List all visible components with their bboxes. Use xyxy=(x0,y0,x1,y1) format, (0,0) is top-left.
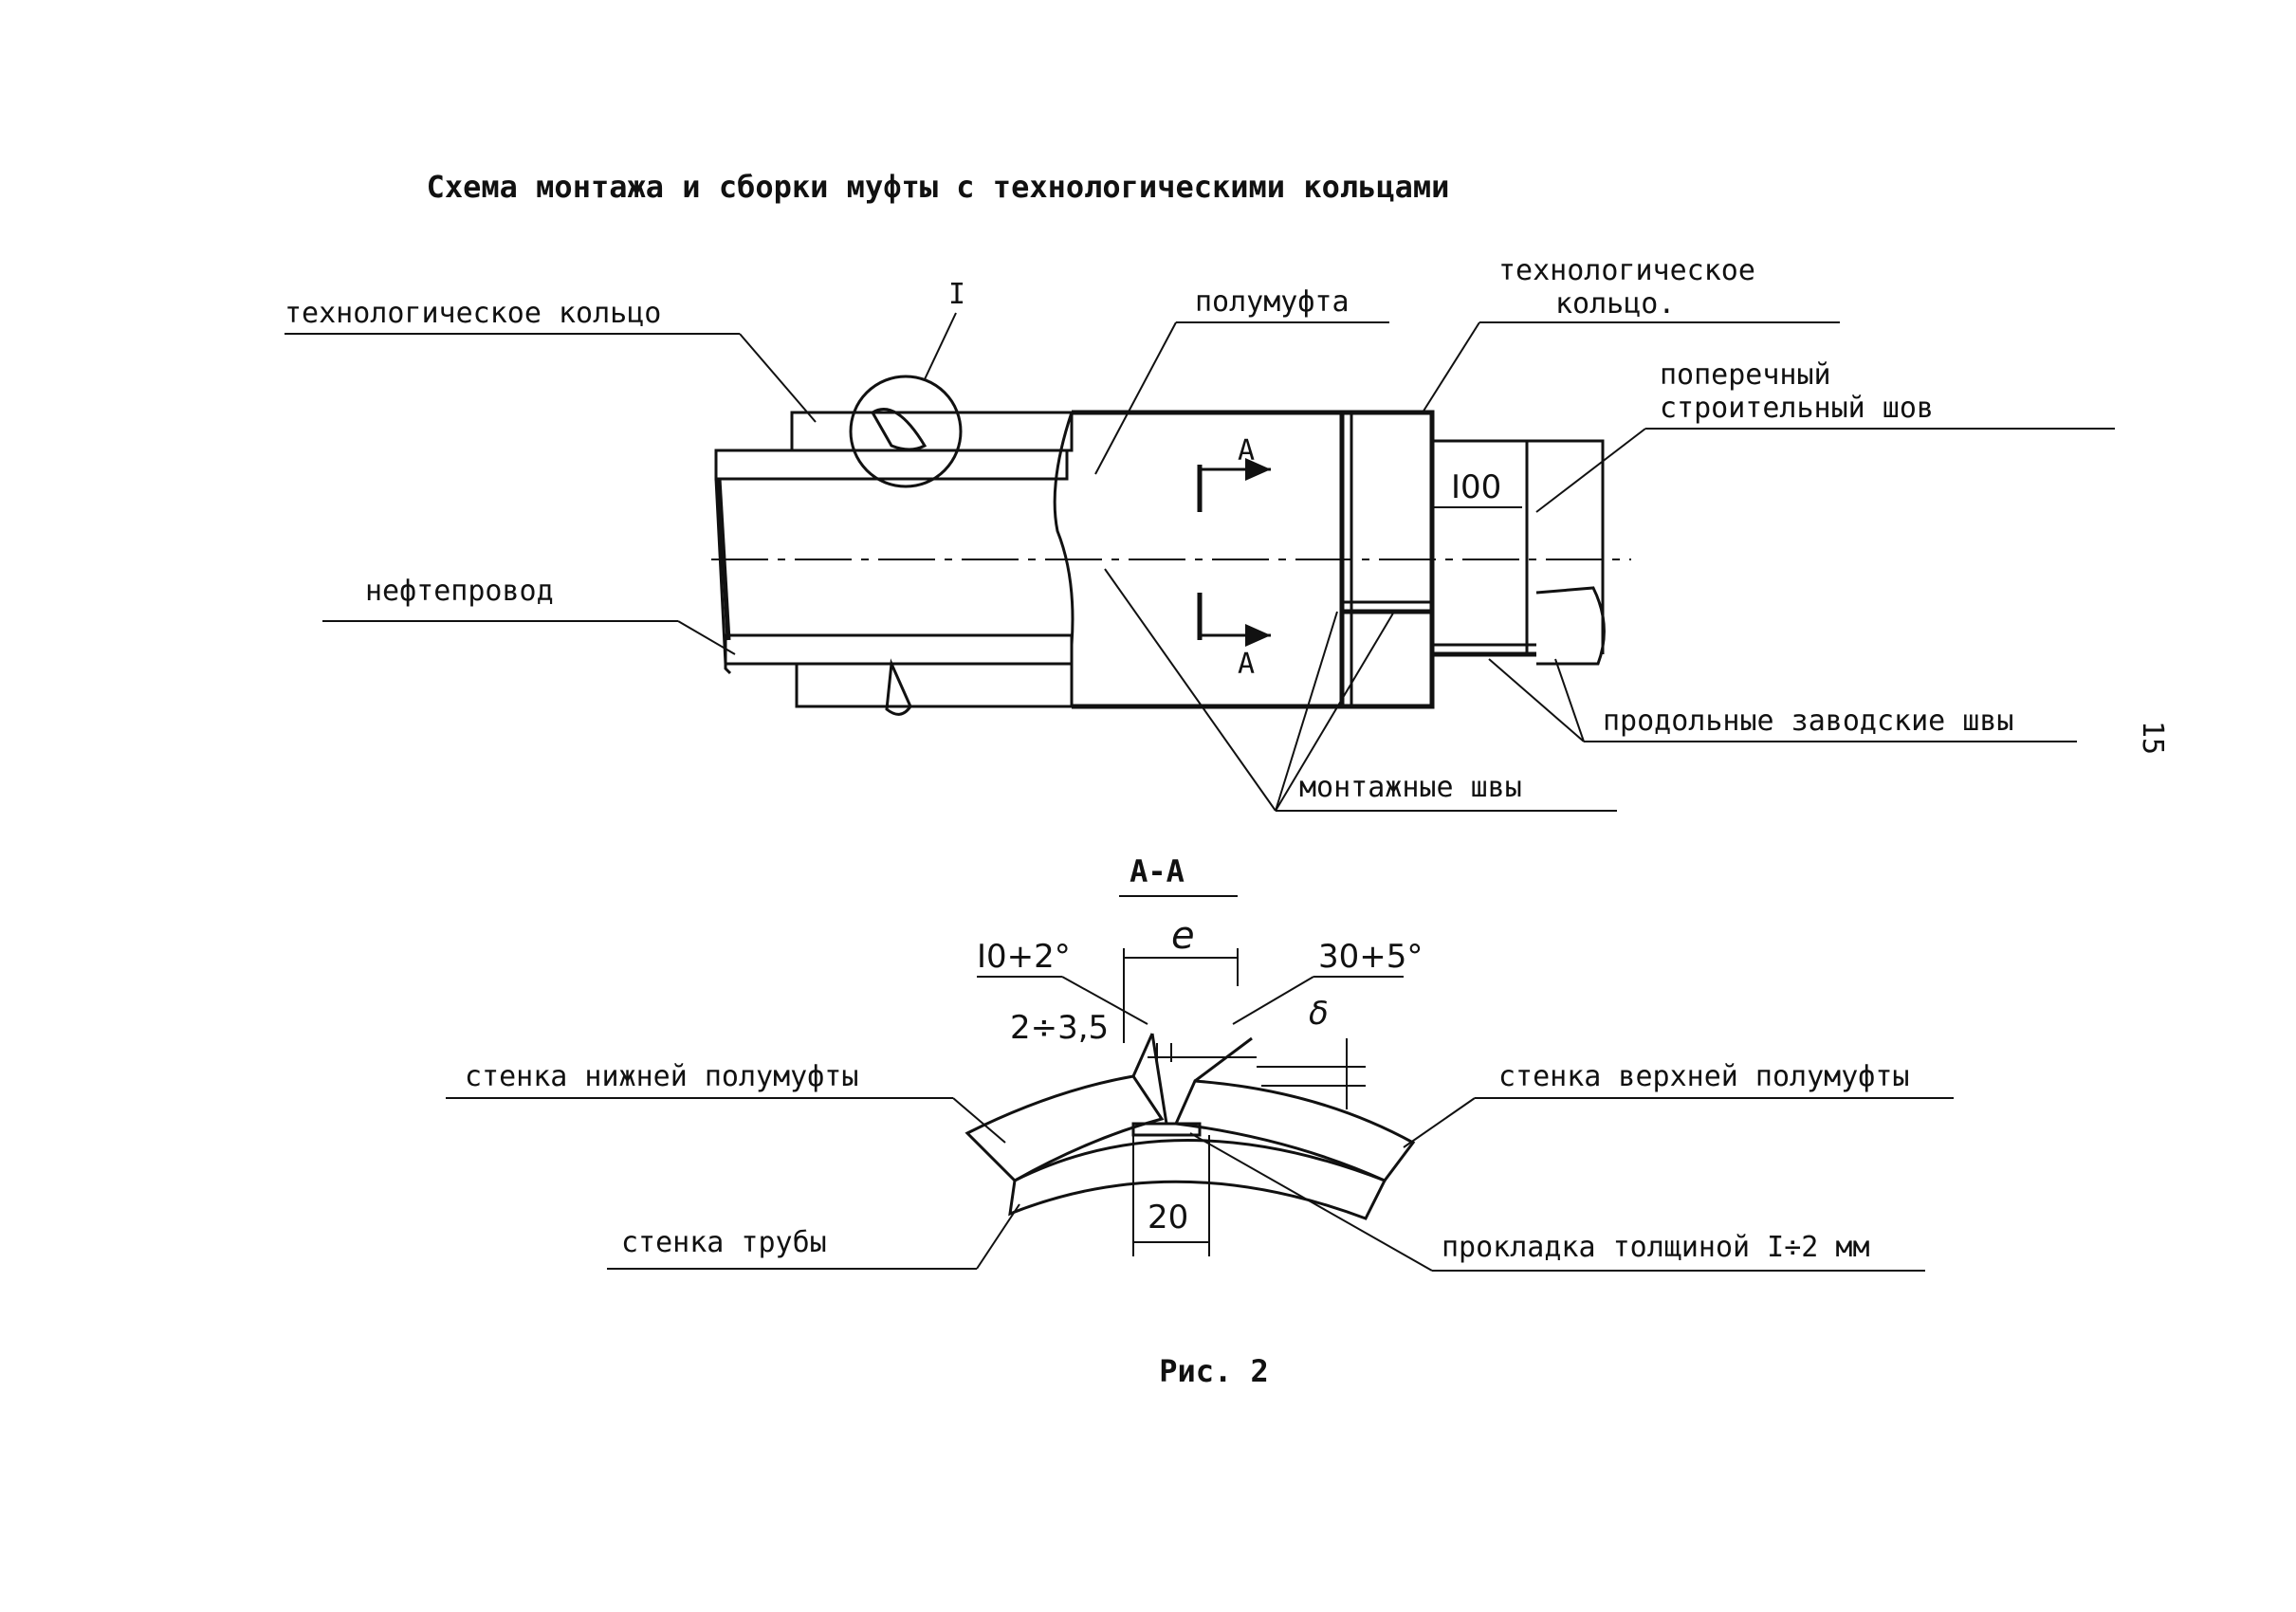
tech-ring-left-bottom xyxy=(795,662,1074,708)
diagram-title: Схема монтажа и сборки муфты с технологи… xyxy=(427,169,1450,205)
angle-left: I0+2° xyxy=(977,938,1148,1025)
svg-text:кольцо.: кольцо. xyxy=(1555,287,1675,321)
detail-circle-I xyxy=(849,375,963,488)
dimension-20: 20 xyxy=(1132,1135,1210,1256)
label-tech-ring-left: технологическое кольцо xyxy=(285,297,817,423)
gap-dimension: 2÷3,5 xyxy=(1010,1009,1257,1062)
lower-half-coupling-wall xyxy=(964,1074,1165,1182)
pipe-wall-bottom xyxy=(724,633,1074,666)
page-number: 15 xyxy=(2136,721,2169,755)
label-mounting-seams: монтажные швы xyxy=(1104,568,1617,812)
section-title: А-А xyxy=(1130,853,1185,889)
figure-caption: Рис. 2 xyxy=(1159,1353,1269,1389)
svg-text:стенка нижней полумуфты: стенка нижней полумуфты xyxy=(465,1060,858,1093)
section-letter-bottom: А xyxy=(1238,648,1255,681)
svg-text:технологическое: технологическое xyxy=(1498,254,1755,287)
svg-text:20: 20 xyxy=(1148,1199,1188,1236)
upper-half-coupling-wall xyxy=(1173,1079,1416,1182)
weld-top xyxy=(870,408,928,451)
section-cut-mark-bottom: А xyxy=(1197,593,1271,681)
label-gasket: прокладка толщиной I÷2 мм xyxy=(1189,1132,1925,1272)
label-transverse-seam: поперечный строительный шов xyxy=(1535,358,2115,513)
pipe-wall-top xyxy=(714,449,1069,481)
label-lower-wall: стенка нижней полумуфты xyxy=(446,1060,1006,1144)
angle-right: 30+5° xyxy=(1232,938,1423,1025)
svg-text:нефтепровод: нефтепровод xyxy=(365,575,554,608)
svg-text:продольные заводские швы: продольные заводские швы xyxy=(1603,705,2013,738)
dimension-100: I00 xyxy=(1432,468,1522,508)
dim-100-text: I00 xyxy=(1451,468,1501,506)
svg-text:монтажные швы: монтажные швы xyxy=(1299,771,1522,804)
svg-text:30+5°: 30+5° xyxy=(1318,938,1423,976)
section-cut-mark-top: А xyxy=(1197,434,1271,512)
label-tech-ring-right: технологическое кольцо. xyxy=(1422,254,1840,413)
svg-text:e: e xyxy=(1171,914,1195,958)
svg-text:I0+2°: I0+2° xyxy=(977,938,1071,976)
svg-text:2÷3,5: 2÷3,5 xyxy=(1010,1009,1109,1047)
weld-bottom xyxy=(885,658,912,716)
dimension-delta: δ xyxy=(1257,995,1366,1109)
dimension-e: e xyxy=(1123,914,1239,1043)
svg-text:прокладка толщиной I÷2 мм: прокладка толщиной I÷2 мм xyxy=(1442,1231,1870,1264)
pipe-wall-section xyxy=(1008,1139,1387,1220)
svg-text:δ: δ xyxy=(1309,995,1329,1033)
svg-text:стенка верхней полумуфты: стенка верхней полумуфты xyxy=(1498,1060,1909,1093)
section-letter-top: А xyxy=(1238,434,1255,467)
section-A-A: А-А e I0+2° 30+5° xyxy=(446,853,1954,1272)
label-pipe-wall: стенка трубы xyxy=(607,1203,1020,1270)
label-upper-wall: стенка верхней полумуфты xyxy=(1403,1060,1954,1148)
label-detail-I: I xyxy=(924,278,965,380)
svg-text:I: I xyxy=(948,278,965,311)
svg-text:строительный шов: строительный шов xyxy=(1660,392,1934,425)
label-half-coupling: полумуфта xyxy=(1094,285,1389,475)
label-longitudinal-seams: продольные заводские швы xyxy=(1488,658,2077,742)
svg-text:полумуфта: полумуфта xyxy=(1195,285,1350,319)
svg-text:технологическое кольцо: технологическое кольцо xyxy=(285,297,661,330)
coupling-assembly: А А I00 xyxy=(711,375,1631,716)
svg-text:стенка трубы: стенка трубы xyxy=(621,1226,827,1259)
svg-text:поперечный: поперечный xyxy=(1660,358,1831,392)
label-pipeline: нефтепровод xyxy=(322,575,736,655)
tech-ring-left-top xyxy=(790,411,1074,452)
